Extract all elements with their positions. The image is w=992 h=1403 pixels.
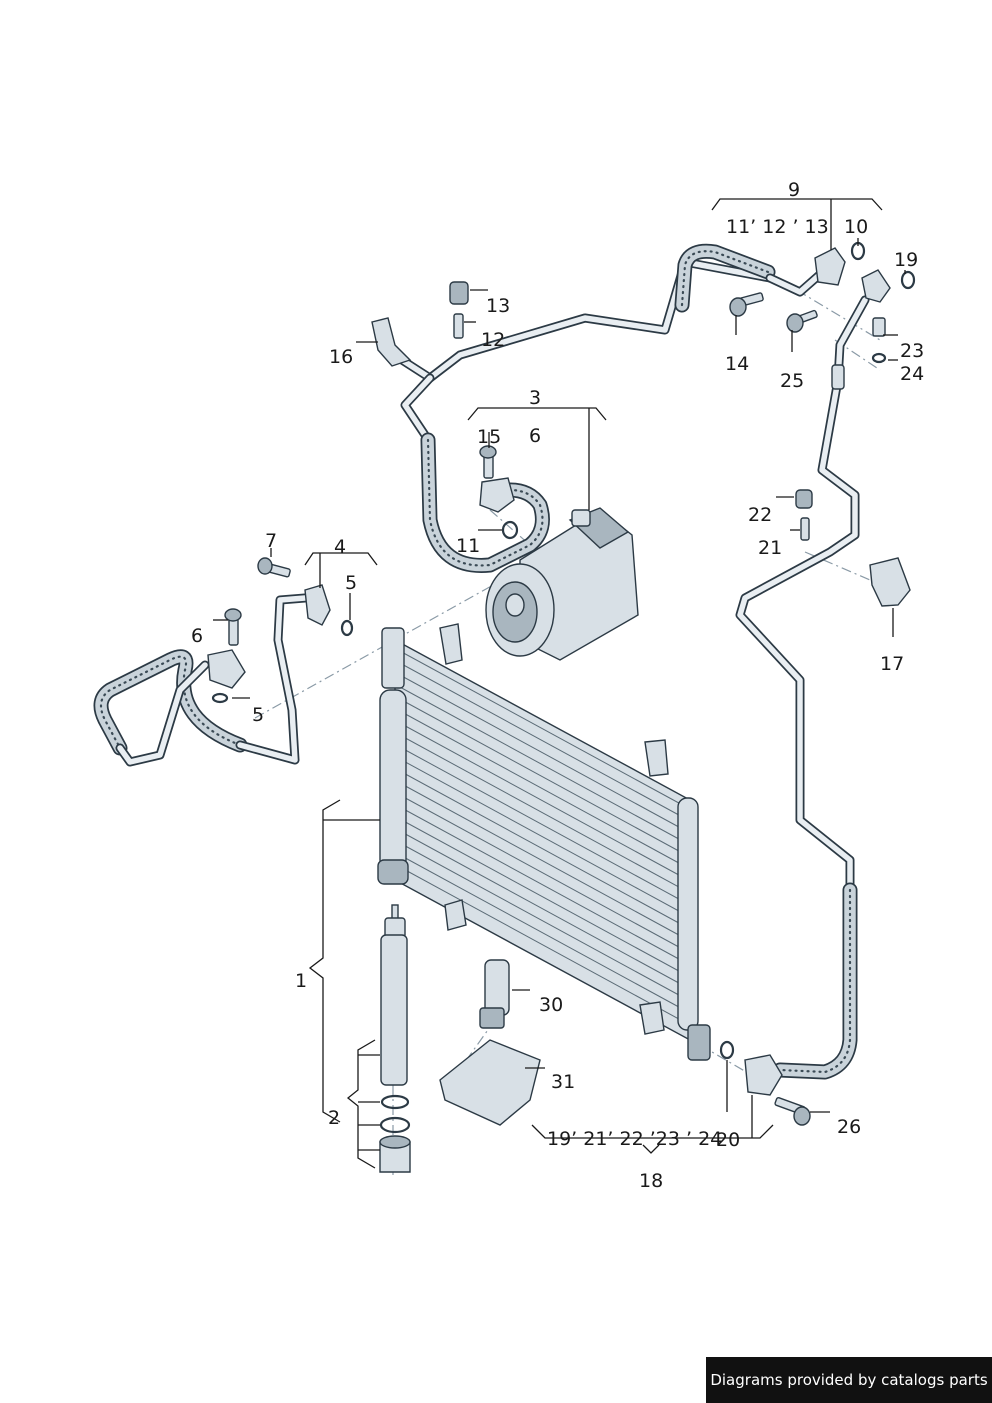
callout-10: 10 — [844, 216, 868, 238]
credit-text: Diagrams provided by catalogs parts — [710, 1371, 988, 1389]
callout-20: 20 — [716, 1129, 740, 1151]
callout-6-compressor: 6 — [529, 425, 541, 447]
callout-9: 9 — [788, 179, 800, 201]
callout-11-compressor: 11 — [456, 535, 480, 557]
callout-14: 14 — [725, 353, 749, 375]
liquid-line — [735, 295, 870, 1080]
callout-7: 7 — [265, 530, 277, 552]
callout-5-lower: 5 — [252, 704, 264, 726]
callout-11-12-13: 11’ 12 ’ 13 — [726, 216, 829, 238]
condenser-fins — [397, 649, 689, 1025]
diagram-credit-banner: Diagrams provided by catalogs parts — [706, 1357, 992, 1403]
callout-18: 18 — [639, 1170, 663, 1192]
callout-1: 1 — [295, 970, 307, 992]
callout-13: 13 — [486, 295, 510, 317]
callout-19: 19 — [894, 249, 918, 271]
callout-15: 15 — [477, 426, 501, 448]
callout-22: 22 — [748, 504, 772, 526]
callout-16: 16 — [329, 346, 353, 368]
suction-line — [397, 243, 830, 573]
callout-17: 17 — [880, 653, 904, 675]
callout-21: 21 — [758, 537, 782, 559]
dryer-cartridge — [379, 904, 411, 1173]
callout-12: 12 — [481, 329, 505, 351]
callout-3: 3 — [529, 387, 541, 409]
callout-23: 23 — [900, 340, 924, 362]
callout-31: 31 — [551, 1071, 575, 1093]
small-parts — [207, 241, 916, 1126]
ac-compressor — [485, 507, 639, 661]
condenser — [377, 623, 711, 1061]
callout-19-21-22-23-24: 19’ 21’ 22 ’23 ’ 24 — [547, 1128, 722, 1150]
callout-2: 2 — [328, 1107, 340, 1129]
assembly-centerlines — [254, 279, 881, 1175]
callout-26: 26 — [837, 1116, 861, 1138]
callout-25: 25 — [780, 370, 804, 392]
callout-4: 4 — [334, 536, 346, 558]
leader-lines — [213, 198, 906, 1169]
pressure-line — [93, 593, 310, 767]
callout-30: 30 — [539, 994, 563, 1016]
callout-24: 24 — [900, 363, 924, 385]
callout-6-left: 6 — [191, 625, 203, 647]
callout-labels: 1 2 3 4 5 5 6 6 7 9 10 11 11’ 12 ’ 13 12… — [191, 179, 924, 1192]
callout-5-upper: 5 — [345, 572, 357, 594]
